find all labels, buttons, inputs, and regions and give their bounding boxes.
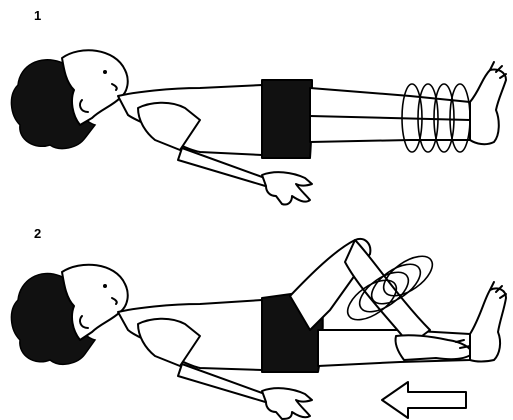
figure-2-eye — [103, 284, 107, 288]
figure-2-foot-straight — [470, 288, 506, 361]
figure-1-foot — [470, 69, 506, 144]
figure-1-leg-upper — [310, 88, 470, 142]
direction-arrow-left-icon — [382, 382, 466, 418]
figure-1-hand — [262, 172, 312, 204]
figure-1-lying-flat — [11, 50, 506, 204]
figure-1-eye — [103, 70, 107, 74]
figure-1-shorts — [262, 80, 312, 158]
figure-2-hand — [262, 388, 312, 419]
